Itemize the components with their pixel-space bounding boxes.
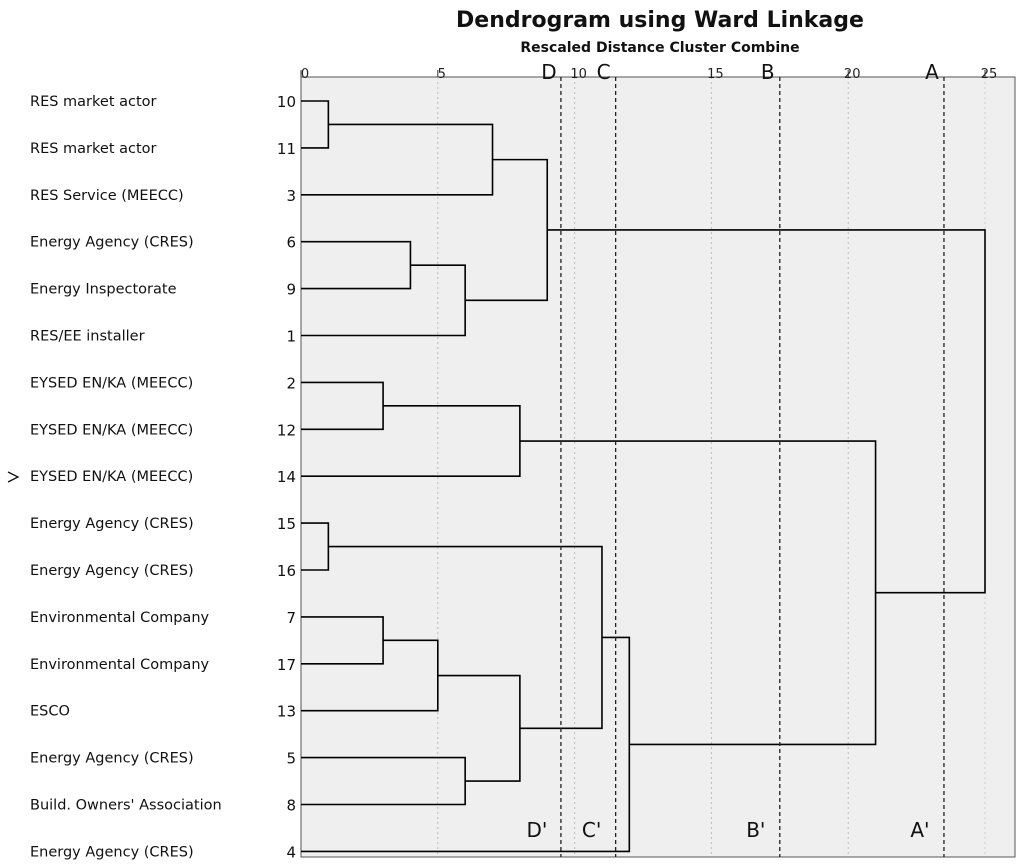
cut-label-top: C (597, 60, 611, 84)
x-tick-label: 0 (301, 67, 309, 82)
leaf-case-number: 9 (286, 281, 296, 299)
x-tick-label: 10 (570, 67, 587, 82)
leaf-label: Energy Agency (CRES) (30, 516, 194, 532)
leaf-case-number: 14 (277, 468, 296, 486)
leaf-case-number: 16 (277, 562, 296, 580)
x-axis: 0 5 10 15 20 25 (300, 67, 998, 82)
leaf-label: Energy Agency (CRES) (30, 563, 194, 579)
x-tick-label: 5 (438, 67, 446, 82)
cut-label-bottom: B' (746, 818, 765, 842)
leaf-case-number: 11 (277, 140, 296, 158)
leaf-label: RES market actor (30, 141, 157, 157)
x-tick-label: 25 (981, 67, 998, 82)
leaf-label: EYSED EN/KA (MEECC) (30, 469, 193, 485)
leaf-label: Energy Agency (CRES) (30, 235, 194, 251)
leaf-label: Energy Inspectorate (30, 282, 177, 298)
cut-label-top: A (925, 60, 939, 84)
cut-label-bottom: C' (582, 818, 601, 842)
leaf-case-number: 17 (277, 656, 296, 674)
leaf-case-number: 6 (286, 234, 296, 252)
leaf-case-number: 13 (277, 703, 296, 721)
chart-subtitle: Rescaled Distance Cluster Combine (520, 40, 799, 56)
leaf-label: EYSED EN/KA (MEECC) (30, 375, 193, 391)
leaf-case-number: 2 (286, 374, 296, 392)
leaf-label: Environmental Company (30, 610, 210, 626)
leaf-case-number: 8 (286, 797, 296, 815)
leaf-label: Environmental Company (30, 657, 210, 673)
cut-label-top: D (541, 60, 556, 84)
leaf-case-number: 5 (286, 750, 296, 768)
leaf-label: RES Service (MEECC) (30, 188, 184, 204)
leaf-case-number: 4 (286, 843, 296, 861)
plot-area (300, 76, 1016, 858)
dendrogram-link (547, 229, 986, 594)
x-tick-label: 20 (844, 67, 861, 82)
cut-label-bottom: A' (910, 818, 929, 842)
leaf-case-number: 15 (277, 515, 296, 533)
x-tick-label: 15 (707, 67, 724, 82)
leaf-case-number: 10 (277, 93, 296, 111)
cut-label-bottom: D' (526, 818, 547, 842)
leaf-label: Energy Agency (CRES) (30, 844, 194, 860)
dendrogram-tree (301, 100, 986, 853)
leaf-label: RES market actor (30, 94, 157, 110)
leaf-label: RES/EE installer (30, 329, 145, 345)
y-axis-marker (7, 471, 20, 483)
cut-lines: D D' C C' B B' A A' (526, 60, 945, 857)
chart-title: Dendrogram using Ward Linkage (456, 8, 864, 33)
leaf-case-number: 1 (286, 328, 296, 346)
leaf-label: Energy Agency (CRES) (30, 751, 194, 767)
leaf-case-number: 12 (277, 421, 296, 439)
leaf-case-number: 3 (286, 187, 296, 205)
leaf-label: ESCO (30, 704, 70, 720)
leaf-case-number: 7 (286, 609, 296, 627)
cut-label-top: B (761, 60, 775, 84)
leaf-label: Build. Owners' Association (30, 798, 222, 814)
leaf-label: EYSED EN/KA (MEECC) (30, 422, 193, 438)
